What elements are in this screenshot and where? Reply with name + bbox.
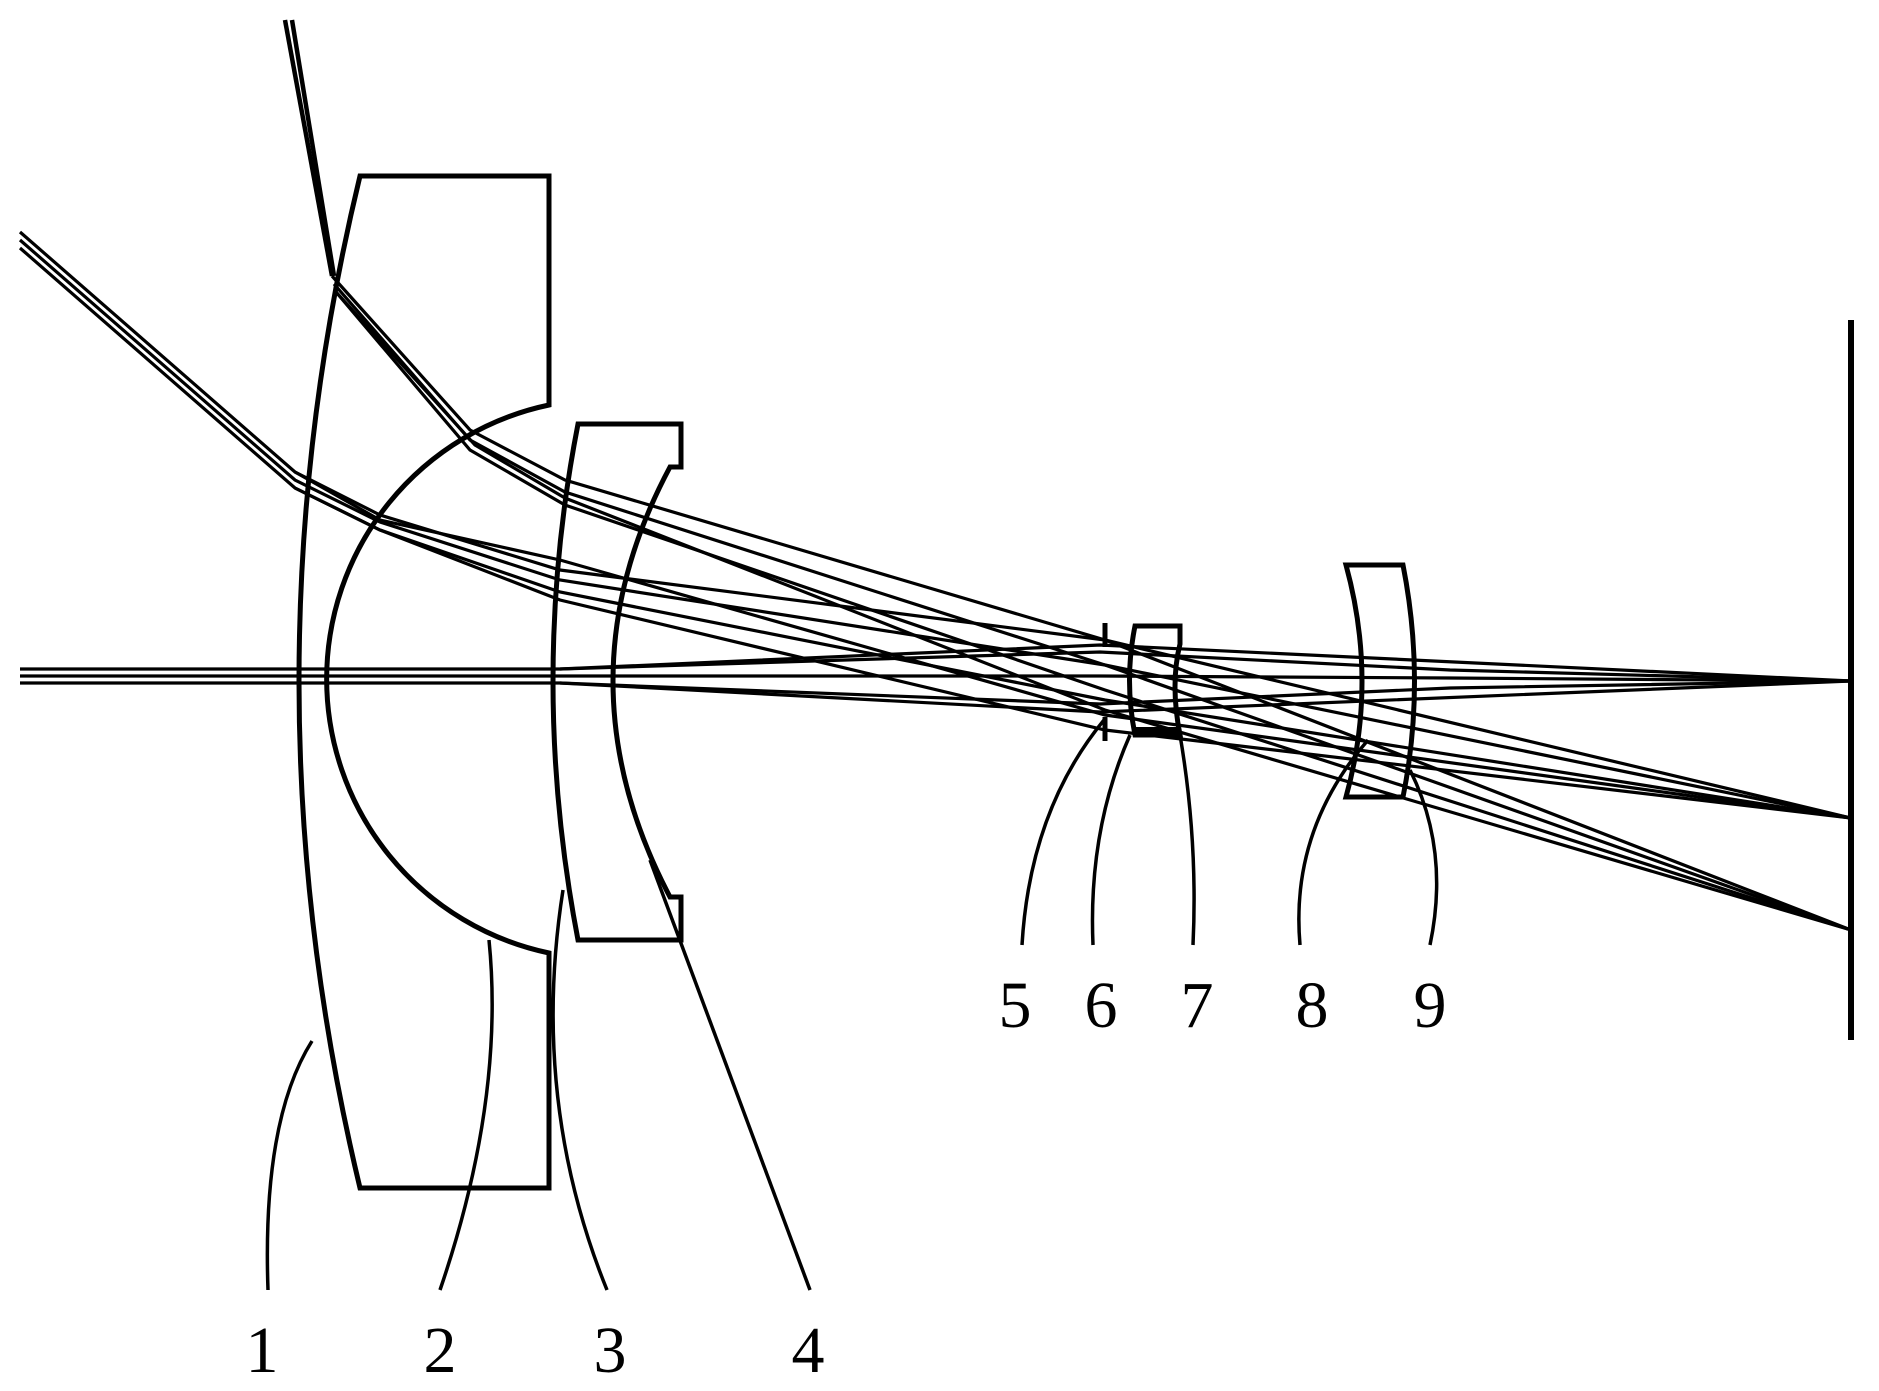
lens-element-front (296, 173, 552, 1191)
lens-element-second (550, 421, 684, 943)
lens-element-small-edge (1135, 727, 1180, 737)
leader-line-5 (1020, 718, 1106, 946)
label-2: 2 (424, 1314, 457, 1387)
label-8: 8 (1296, 969, 1329, 1042)
leader-line-9 (1408, 769, 1439, 946)
leader-line-3 (551, 889, 609, 1291)
label-3: 3 (594, 1314, 627, 1387)
leader-line-4 (648, 859, 812, 1291)
leader-line-7 (1178, 734, 1196, 946)
ray-bundle-mid-field (18, 230, 1852, 820)
label-7: 7 (1181, 969, 1214, 1042)
leader-line-8 (1297, 738, 1370, 946)
label-5: 5 (999, 969, 1032, 1042)
leader-line-2 (438, 939, 494, 1291)
label-1: 1 (246, 1314, 279, 1387)
label-9: 9 (1414, 969, 1447, 1042)
leader-line-1 (265, 1040, 314, 1291)
label-6: 6 (1085, 969, 1118, 1042)
ray-bundle-edge-field (282, 19, 1852, 932)
label-4: 4 (792, 1314, 825, 1387)
ray-bundle-axial (20, 643, 1852, 714)
leader-line-6 (1090, 734, 1132, 946)
